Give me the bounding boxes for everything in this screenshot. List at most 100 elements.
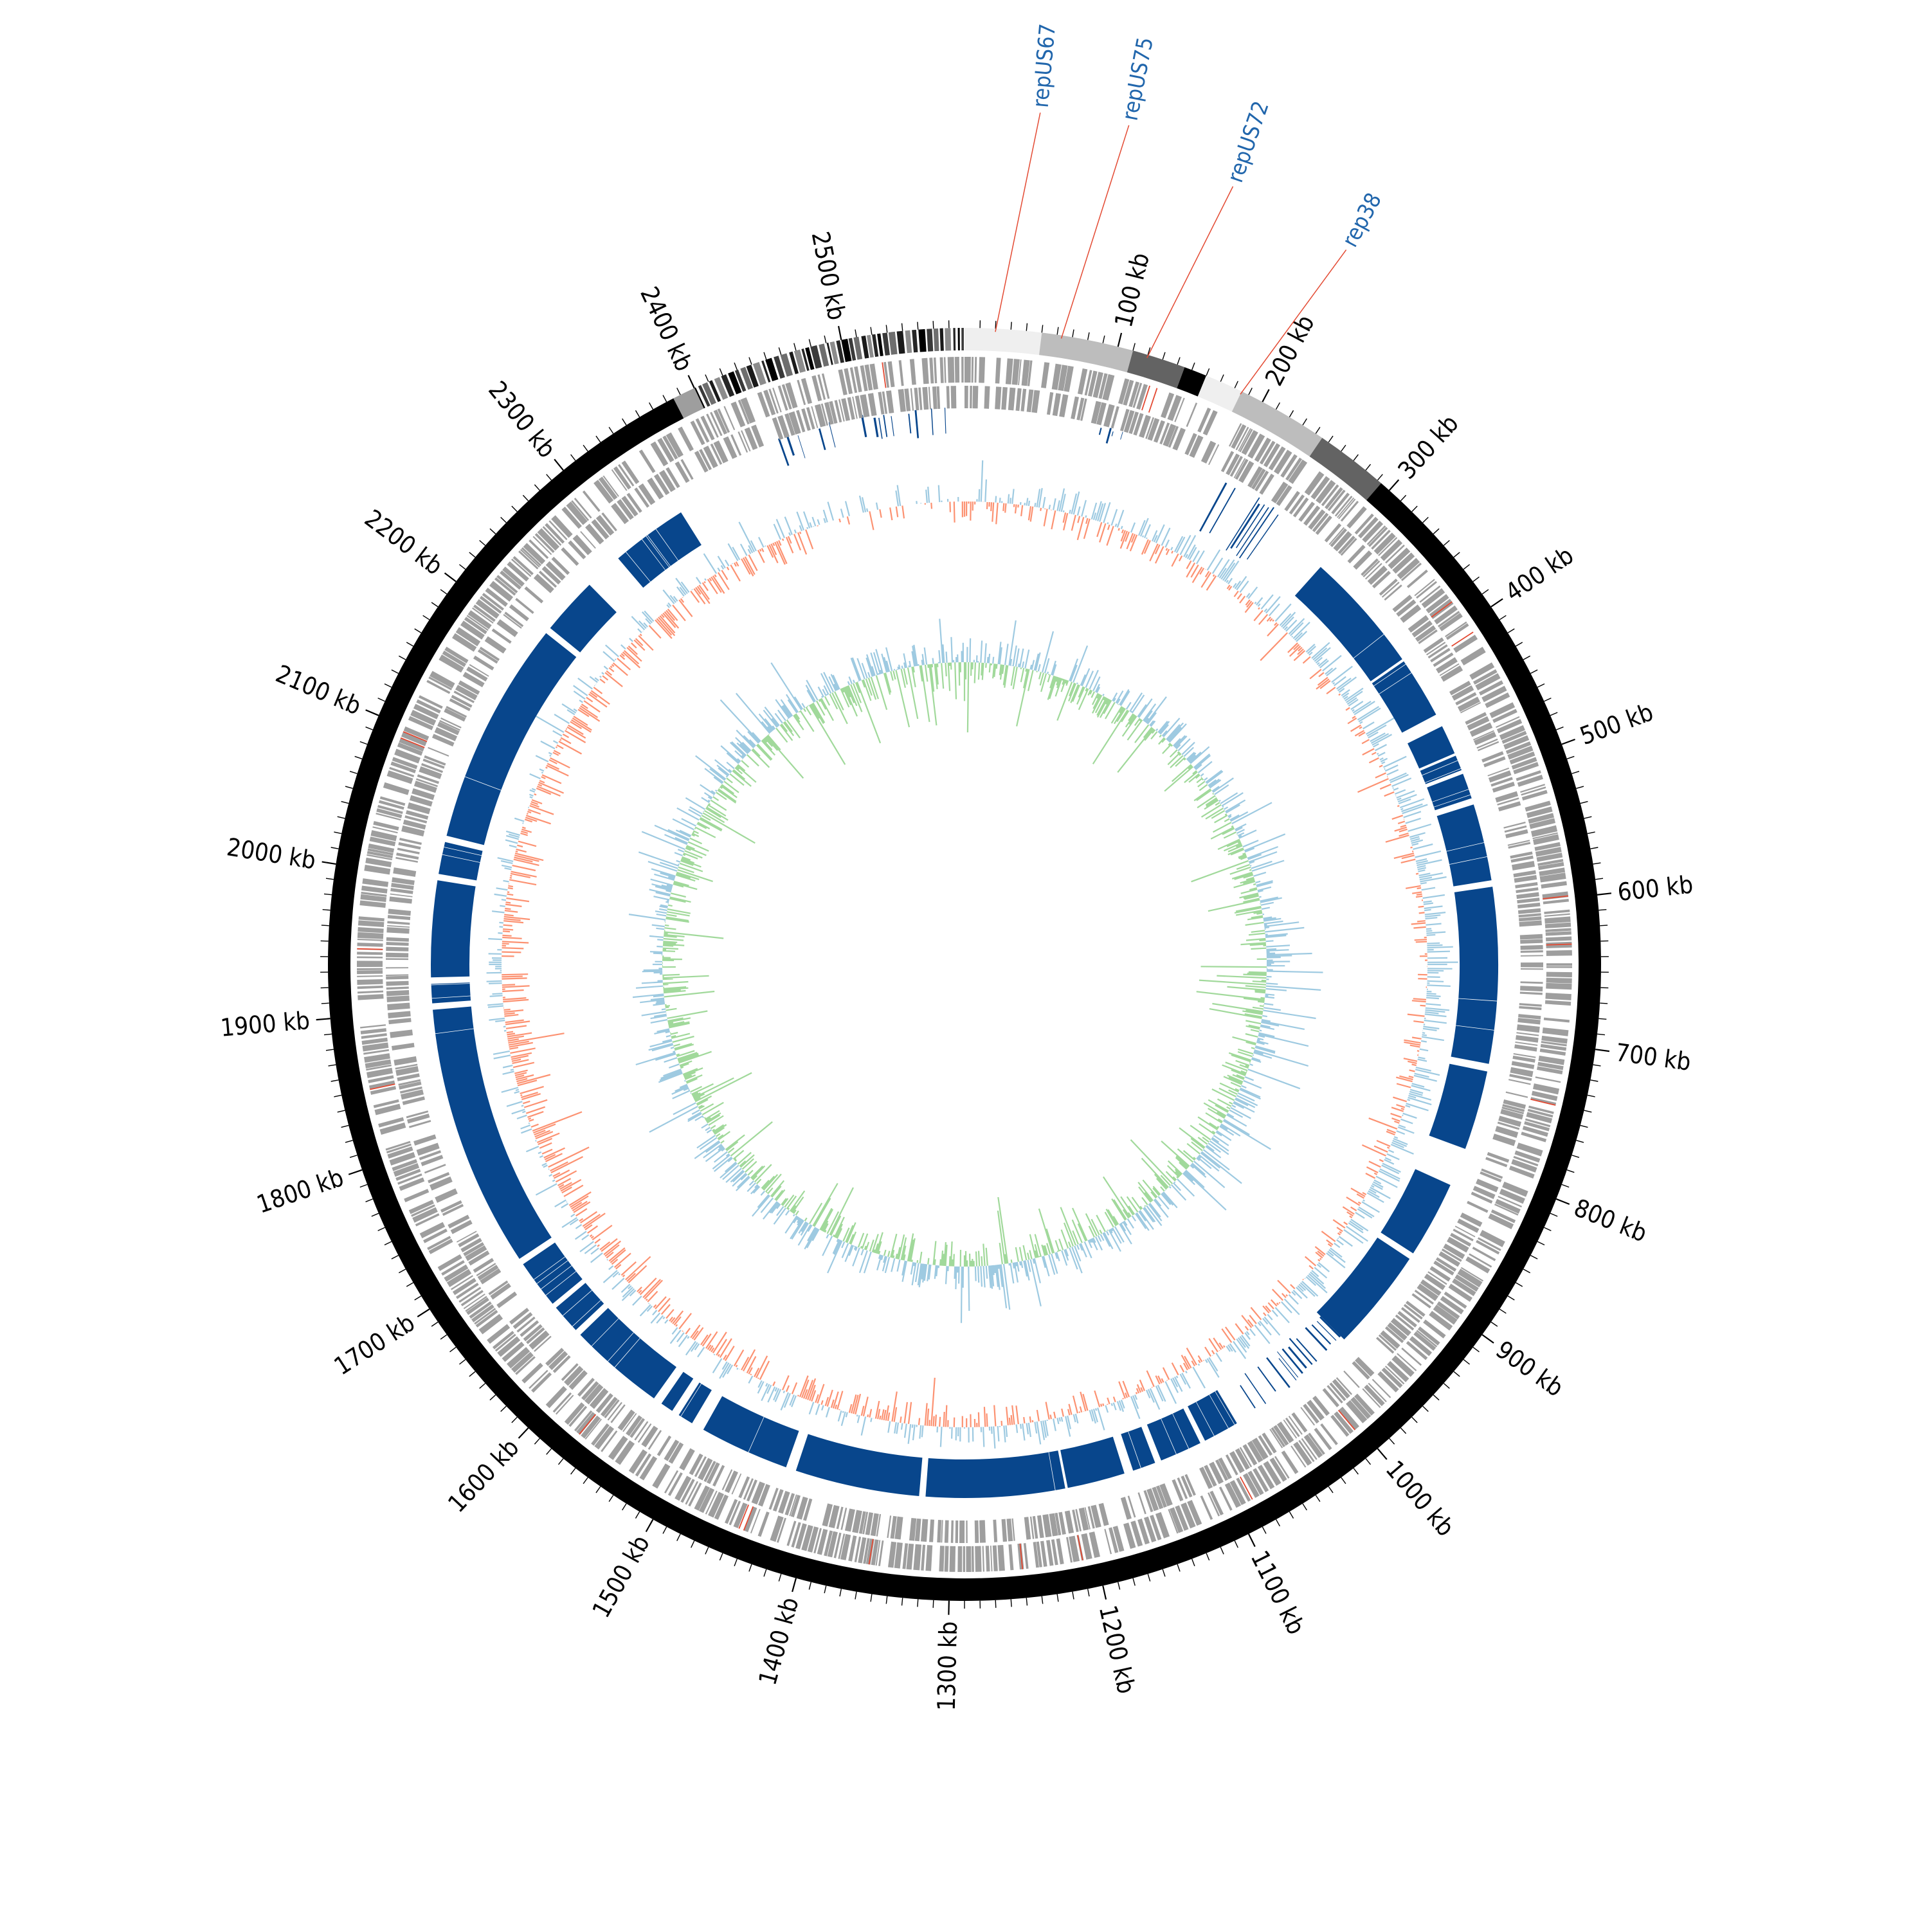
minor-tick (366, 1199, 373, 1202)
cds-feature (1546, 972, 1572, 977)
cds-feature (388, 1018, 411, 1024)
blast-small-hit (1312, 1324, 1332, 1345)
cds-feature (914, 388, 919, 410)
cds-feature (932, 386, 937, 409)
scale-label: 2400 kb (635, 282, 698, 375)
blast-hit-block (925, 1450, 1065, 1498)
cds-feature (357, 975, 383, 977)
blast-small-hit (878, 418, 883, 439)
cds-feature (955, 1521, 959, 1543)
cds-feature (1515, 882, 1537, 889)
minor-tick (902, 323, 903, 331)
cds-feature (386, 927, 409, 934)
cds-feature (573, 535, 592, 555)
cds-feature (921, 1545, 925, 1571)
cds-feature (1546, 978, 1572, 984)
minor-tick (886, 1596, 887, 1604)
cds-feature (945, 1520, 949, 1542)
scale-label: 1000 kb (1381, 1455, 1460, 1542)
minor-tick (571, 455, 575, 460)
cds-feature (1544, 910, 1570, 914)
cds-feature (995, 357, 1001, 383)
cds-feature (1047, 392, 1053, 415)
cds-feature (358, 932, 383, 939)
minor-tick (1400, 495, 1406, 501)
cds-feature (1517, 898, 1539, 903)
minor-tick (1206, 368, 1209, 375)
track-negative (502, 501, 1427, 1427)
minor-tick (1591, 847, 1598, 849)
minor-tick (1530, 670, 1537, 673)
minor-tick (871, 1594, 872, 1602)
minor-tick (431, 602, 438, 607)
minor-tick (1133, 1578, 1135, 1586)
cds-feature (899, 360, 904, 386)
cds-feature (1172, 1479, 1183, 1501)
minor-tick (749, 357, 752, 365)
minor-tick (1523, 1269, 1530, 1273)
scale-label: 1100 kb (1245, 1546, 1311, 1639)
minor-tick (705, 375, 709, 382)
minor-tick (326, 1049, 334, 1051)
blast-hit-block (1451, 887, 1498, 1064)
cds-feature (357, 979, 383, 985)
minor-tick (734, 1559, 737, 1566)
minor-tick (322, 1003, 329, 1004)
scale-label: 2300 kb (483, 375, 561, 463)
blast-small-hit (1099, 428, 1102, 435)
minor-tick (415, 1296, 421, 1300)
cds-feature (918, 388, 922, 410)
minor-tick (1598, 1018, 1606, 1019)
minor-tick (1220, 1547, 1224, 1554)
cds-feature (1521, 981, 1543, 984)
minor-tick (366, 727, 373, 730)
minor-tick (1591, 1080, 1598, 1081)
blast-small-hit (861, 415, 867, 437)
cds-feature (887, 1515, 891, 1538)
minor-tick (1444, 540, 1449, 545)
minor-tick (1491, 1322, 1498, 1326)
minor-tick (558, 1459, 563, 1465)
minor-tick (431, 1322, 438, 1326)
cds-feature (949, 1546, 955, 1572)
minor-tick (534, 1438, 539, 1444)
minor-tick (1328, 1486, 1333, 1493)
cds-feature (387, 925, 410, 928)
scale-label: 1600 kb (442, 1433, 525, 1518)
scale-ticks (316, 320, 1611, 1614)
blast-small-hit (1257, 1366, 1276, 1391)
minor-tick (399, 1269, 406, 1273)
minor-tick (824, 1585, 826, 1593)
cds-feature (413, 1134, 436, 1145)
contig-segment (953, 328, 955, 350)
cds-feature (388, 915, 410, 920)
cds-feature (1517, 903, 1540, 908)
minor-tick (1556, 727, 1563, 730)
cds-feature (392, 1043, 415, 1051)
minor-tick (1584, 1110, 1592, 1112)
minor-tick (663, 395, 667, 402)
cds-feature (358, 939, 383, 941)
cds-feature (1467, 1201, 1488, 1213)
cds-feature (948, 357, 955, 383)
minor-tick (547, 474, 552, 480)
cds-feature (1024, 1543, 1029, 1569)
cds-feature (1521, 955, 1543, 956)
cds-feature (1543, 1027, 1569, 1036)
cds-feature (386, 947, 408, 952)
cds-feature (1544, 1018, 1570, 1023)
blast-small-hit (1112, 431, 1114, 436)
major-tick (1377, 1449, 1386, 1459)
cds-feature (357, 961, 383, 967)
cds-feature (357, 956, 383, 958)
minor-tick (622, 1504, 626, 1510)
minor-tick (1262, 1527, 1266, 1534)
cds-feature (388, 1011, 411, 1018)
cds-feature (970, 386, 972, 408)
cds-feature (951, 386, 957, 408)
major-tick (322, 862, 336, 863)
scale-label: 500 kb (1576, 698, 1657, 750)
cds-feature (1521, 950, 1543, 953)
cds-feature (357, 952, 383, 955)
blast-small-hit (914, 410, 919, 438)
